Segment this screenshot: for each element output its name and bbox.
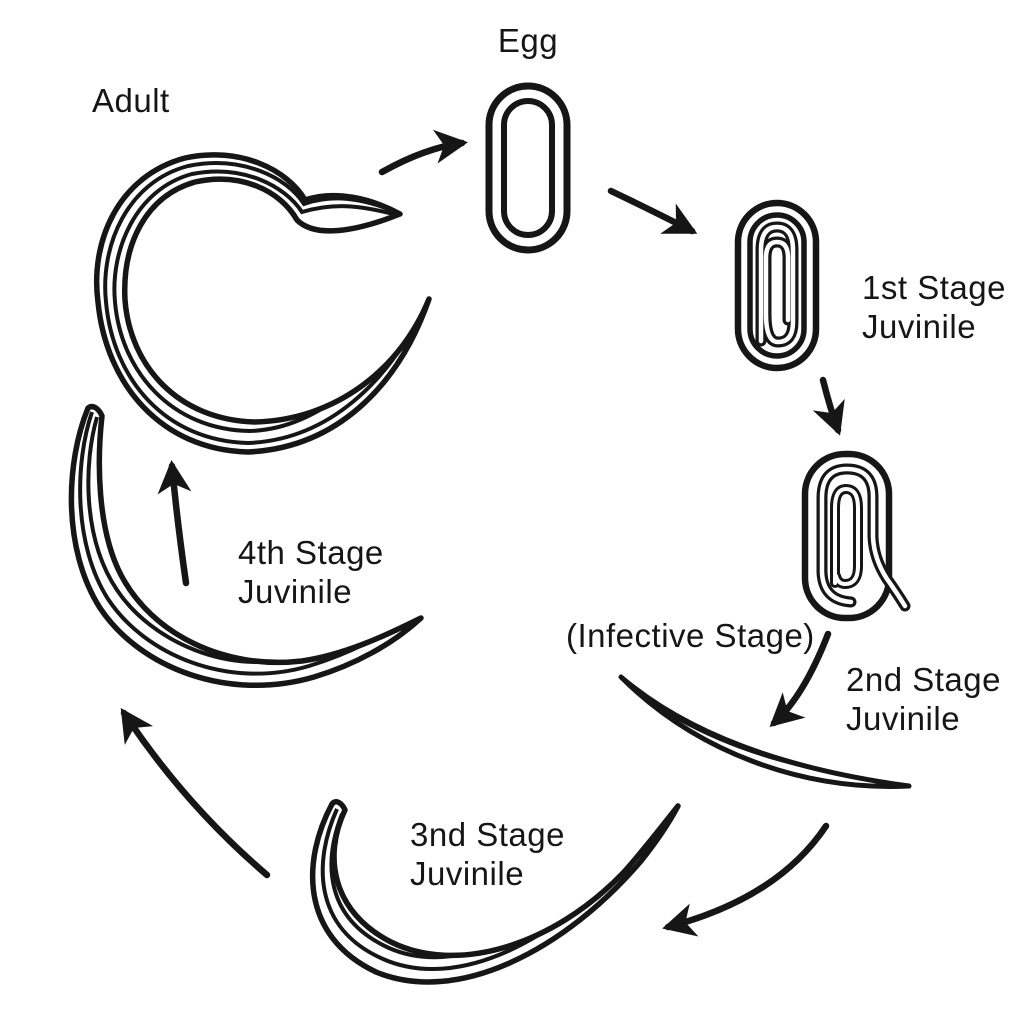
second-stage-label-line1: 2nd Stage [846,661,1001,698]
arrow-first-to-second-stage [812,376,845,436]
infective-stage-annotation: (Infective Stage) [566,617,815,654]
fourth-stage-label-line1: 4th Stage [238,534,384,571]
fourth-stage-label-line2: Juvinile [238,573,352,610]
third-stage-label-line2: Juvinile [410,855,524,892]
first-stage-label-line2: Juvinile [862,308,976,345]
first-stage-egg-illustration [734,199,820,372]
adult-label: Adult [92,82,170,119]
second-stage-label-line2: Juvinile [846,700,960,737]
infective-larva-illustration [618,674,912,789]
third-stage-label-line1: 3nd Stage [410,816,565,853]
adult-worm-illustration [93,152,432,455]
first-stage-label-line1: 1st Stage [862,269,1006,306]
second-stage-hatching-illustration [801,450,911,622]
arrow-egg-to-first-stage [607,187,698,235]
arrow-second-stage-to-infective [769,630,832,728]
arrow-fourth-stage-to-adult [157,460,192,587]
egg-label: Egg [498,22,558,59]
arrow-third-to-fourth-stage [120,707,271,879]
arrow-infective-to-third-stage [662,822,830,937]
arrow-adult-to-egg [378,129,468,176]
egg-illustration [485,82,571,254]
